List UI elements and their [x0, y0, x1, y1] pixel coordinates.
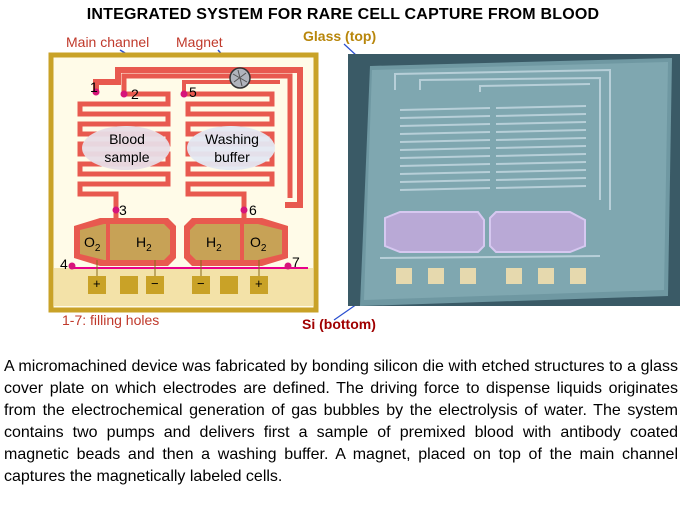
hole-dot-3: [112, 206, 120, 214]
washing-buffer-label: Washing buffer: [205, 131, 259, 165]
left-pump: [74, 218, 176, 266]
blood-sample-label: Blood sample: [104, 131, 150, 165]
main-channel: [93, 67, 303, 208]
o2-right-label: O2: [250, 234, 267, 254]
hole-dot-6: [240, 206, 248, 214]
device-photo: [348, 54, 680, 306]
filling-holes-label: 1-7: filling holes: [62, 312, 160, 328]
hole-dot-1: [92, 88, 100, 96]
left-serpentine: [77, 91, 171, 218]
electrode-sign-2: −: [151, 276, 159, 291]
electrode-sign-3: −: [197, 276, 205, 291]
hole-dot-7: [284, 262, 292, 270]
hole-dot-4: [68, 262, 76, 270]
electrode-sign-4: +: [255, 276, 263, 291]
si-bottom-label: Si (bottom): [302, 316, 376, 332]
device-schematic: [48, 43, 680, 321]
hole-label-4: 4: [60, 256, 68, 272]
o2-left-label: O2: [84, 234, 101, 254]
glass-top-label: Glass (top): [303, 28, 377, 44]
electrode-pad-2: [146, 276, 164, 294]
washing-buffer-blob: [187, 126, 275, 170]
electrode-pad-1: [88, 276, 106, 294]
h2-left-label: H2: [136, 234, 152, 254]
hole-label-3: 3: [119, 202, 127, 218]
hole-label-2: 2: [131, 86, 139, 102]
electrode-sign-1: +: [93, 276, 101, 291]
electrode-pad-4: [250, 276, 268, 294]
hole-label-6: 6: [249, 202, 257, 218]
description-text: A micromachined device was fabricated by…: [4, 358, 678, 485]
hole-label-1: 1: [90, 79, 98, 95]
hole-label-7: 7: [292, 254, 300, 270]
magnet-label: Magnet: [176, 34, 223, 50]
h2-right-label: H2: [206, 234, 222, 254]
right-pump: [184, 218, 288, 266]
hole-label-5: 5: [189, 84, 197, 100]
electrode-pad-3: [192, 276, 210, 294]
main-channel-label: Main channel: [66, 34, 150, 50]
hole-dot-5: [180, 90, 188, 98]
page-title: INTEGRATED SYSTEM FOR RARE CELL CAPTURE …: [86, 6, 600, 23]
blood-sample-blob: [82, 126, 170, 170]
hole-dot-2: [120, 90, 128, 98]
